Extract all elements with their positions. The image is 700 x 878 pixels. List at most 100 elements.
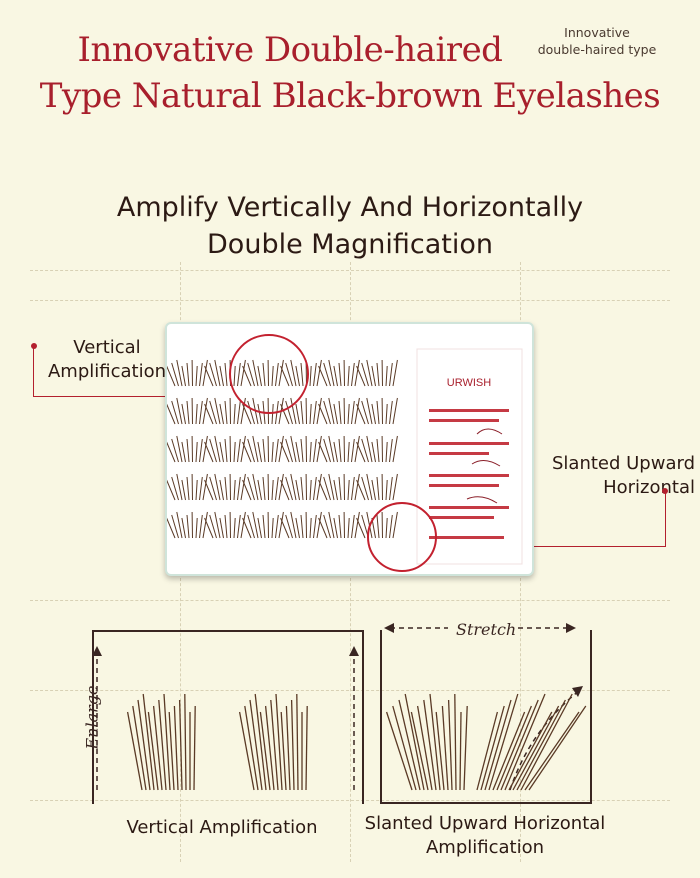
lash-strand [351,400,355,425]
lash-strand [366,435,373,463]
lash-strand [295,403,300,425]
lash-strand [186,362,190,387]
lash-strand [237,400,241,425]
lash-strand [371,365,376,387]
lash-strand [204,441,214,463]
lash-strand [463,705,468,791]
lash-strand [285,514,293,539]
lash-strand [435,711,445,791]
lash-strand [173,705,179,791]
lash-strand [275,476,279,501]
lash-strand [224,400,228,425]
stretch-label: Stretch [452,620,521,639]
lash-strand [347,517,350,539]
lash-strand [371,403,376,425]
lash-strand [259,711,271,791]
lash-strand [333,441,338,463]
callout-slanted-line-2: Horizontal [603,477,695,498]
lash-strand [166,365,176,387]
lash-strand [328,435,335,463]
lash-strand [385,479,388,501]
lash-strand [354,435,360,463]
lash-strand [204,517,214,539]
lash-strand [204,365,214,387]
lash-strand [204,403,214,425]
lash-strand [275,693,283,791]
lash-strand [181,365,186,387]
lash-strand [254,693,267,791]
type-badge: Innovative double-haired type [522,24,672,58]
lash-strand [147,711,159,791]
lash-strand [338,362,342,387]
lash-strand [199,400,203,425]
lash-strand [351,514,355,539]
lash-strand [309,479,312,501]
lash-strand [199,476,203,501]
lash-strand [262,476,266,501]
lash-strand [271,441,274,463]
lash-strand [338,476,342,501]
brand-label: URWISH [447,377,491,389]
lash-strand [280,479,290,501]
lash-strand [224,362,228,387]
lash-strand [309,365,312,387]
lash-strand [166,479,176,501]
caption-slanted-line-1: Slanted Upward Horizontal [364,813,606,834]
lash-strand [252,435,259,463]
lash-strand [247,476,255,501]
lash-strand [219,441,224,463]
lash-strand [275,438,279,463]
lash-strand [247,438,255,463]
lash-strand [242,441,252,463]
lash-strand [176,511,183,539]
lash-strand [333,479,338,501]
lash-strand [262,514,266,539]
lash-strand [316,359,322,387]
slanted-bracket [380,630,592,804]
lash-strand [195,441,198,463]
lash-strand [316,397,322,425]
lash-strand [219,365,224,387]
lash-strand [280,441,290,463]
lash-strand [186,400,190,425]
lash-strand [392,473,398,501]
lash-strand [313,362,317,387]
lash-strand [237,514,241,539]
lash-strand [240,473,246,501]
lash-strand [275,514,279,539]
lash-strand [242,403,252,425]
lash-strand [181,403,186,425]
leader-line [33,346,34,396]
lash-strand [295,479,300,501]
lash-strand [209,362,217,387]
lash-strand [214,511,221,539]
vertical-bracket [92,630,364,804]
lash-strand [323,514,331,539]
lash-strand [351,438,355,463]
lash-strand [300,400,304,425]
lash-strand [313,476,317,501]
lash-strand [351,362,355,387]
lash-strand [209,476,217,501]
callout-vertical-line-2: Amplification [47,361,167,382]
lash-strand [240,511,246,539]
lash-strand [271,479,274,501]
lash-strand [209,400,217,425]
lash-strand [202,397,208,425]
lash-strand [305,705,308,791]
lash-strand [447,699,453,791]
lash-strand [356,365,366,387]
lash-strand [195,365,198,387]
lash-strand [280,711,287,791]
lash-strand [318,517,328,539]
lash-strand [202,511,208,539]
lash-strand [392,435,398,463]
lash-strand [512,705,560,791]
lash-strand [347,403,350,425]
lash-strand [323,476,331,501]
lash-strand [524,711,580,791]
lash-strand [270,699,279,791]
lash-strand [280,517,290,539]
lash-strand [252,473,259,501]
